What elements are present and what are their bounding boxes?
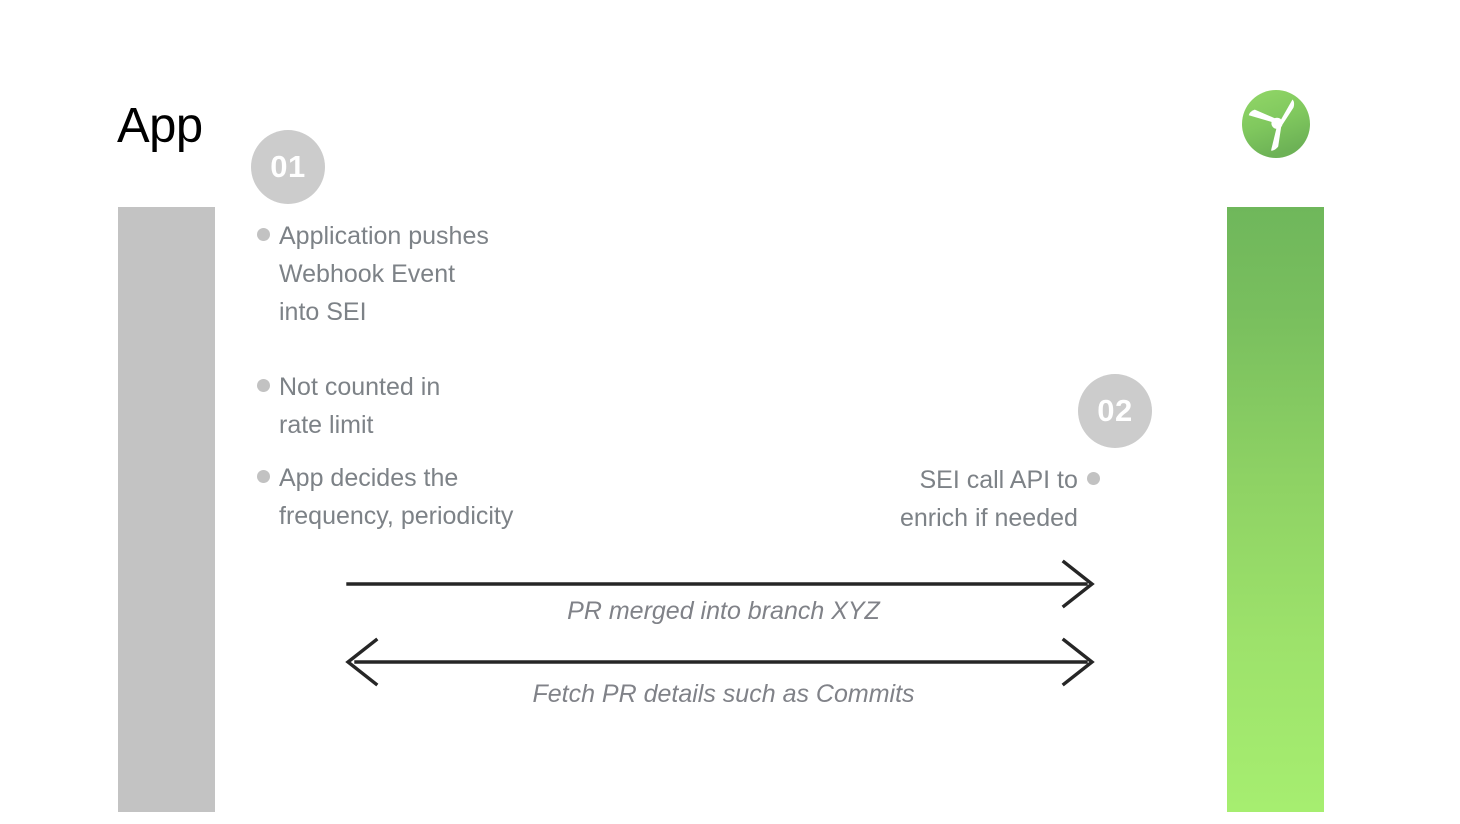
bullet-text: SEI call API to enrich if needed: [900, 466, 1078, 532]
list-item: Not counted in rate limit: [257, 368, 440, 444]
bullet-dot-icon: [257, 470, 270, 483]
sequence-arrows: [345, 559, 1095, 687]
step-01-bullet-group-a: Application pushes Webhook Event into SE…: [257, 217, 489, 331]
step-02-bullet-group-a: SEI call API to enrich if needed: [900, 461, 1181, 537]
sei-lifeline-bar: [1227, 207, 1324, 812]
pr-merged-arrow-label: PR merged into branch XYZ: [567, 597, 880, 625]
step-badge-01: 01: [251, 130, 325, 204]
app-lifeline-bar: [118, 207, 215, 812]
step-01-bullet-group-c: App decides the frequency, periodicity: [257, 459, 513, 535]
bullet-text: Application pushes Webhook Event into SE…: [279, 222, 489, 326]
bullet-dot-icon: [257, 379, 270, 392]
bullet-text: Not counted in rate limit: [279, 373, 441, 439]
page-title: App: [117, 99, 203, 153]
bullet-dot-icon: [1086, 472, 1100, 485]
fetch-pr-details-arrow: [345, 637, 1095, 687]
step-01-bullet-group-b: Not counted in rate limit: [257, 368, 440, 444]
list-item: App decides the frequency, periodicity: [257, 459, 513, 535]
list-item: Application pushes Webhook Event into SE…: [257, 217, 489, 331]
bullet-dot-icon: [257, 228, 270, 241]
step-badge-02: 02: [1078, 374, 1152, 448]
bullet-text: App decides the frequency, periodicity: [279, 464, 514, 530]
list-item: SEI call API to enrich if needed: [900, 461, 1181, 537]
harness-propeller-logo: [1240, 88, 1312, 160]
pr-merged-arrow: [346, 559, 1095, 609]
fetch-pr-details-arrow-label: Fetch PR details such as Commits: [532, 680, 915, 708]
